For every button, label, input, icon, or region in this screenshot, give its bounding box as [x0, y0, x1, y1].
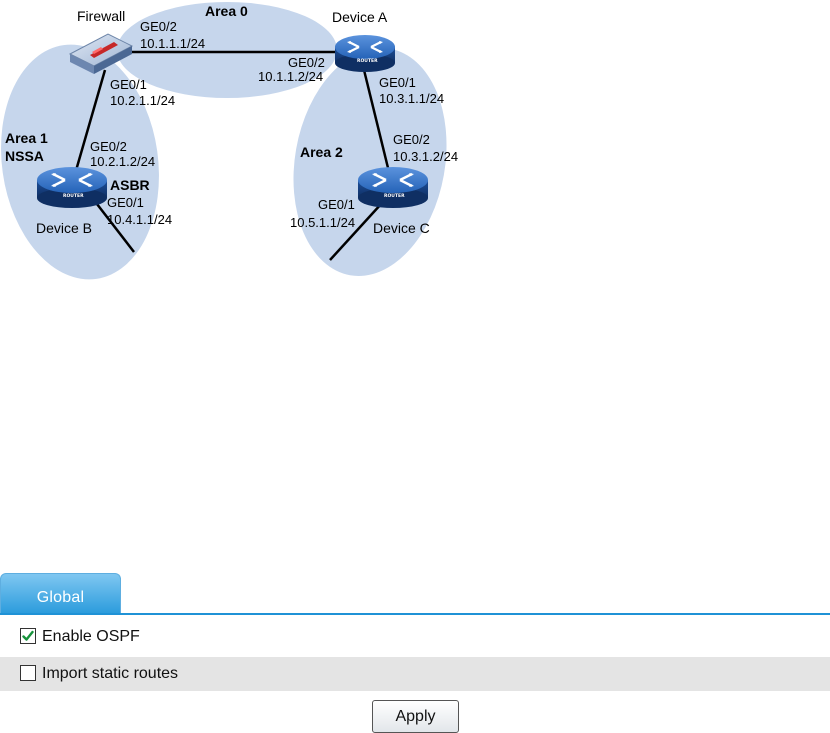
router-badge: ROUTER	[384, 193, 405, 199]
import-static-routes-row: Import static routes	[0, 657, 830, 691]
link-device-c-external	[329, 202, 383, 261]
tab-global-label: Global	[36, 589, 85, 606]
area0-label: Area 0	[205, 3, 248, 19]
a-c-c-ip: 10.3.1.2/24	[393, 149, 458, 164]
fw-a-a-port: GE0/2	[288, 55, 325, 70]
link-device-a-device-c	[362, 69, 391, 173]
device-b-label: Device B	[36, 220, 92, 236]
area1-label: Area 1	[5, 130, 48, 146]
link-firewall-device-b	[73, 69, 107, 175]
import-static-routes-label: Import static routes	[42, 665, 179, 682]
enable-ospf-checkbox[interactable]	[20, 628, 36, 644]
enable-ospf-label: Enable OSPF	[42, 628, 140, 645]
global-settings-panel: Global Enable OSPF Import static routes …	[0, 573, 830, 733]
ospf-network-diagram: ROUTER ROUTER ROUTER Area 0 Area 1 NSSA …	[1, 2, 458, 280]
fw-a-fw-ip: 10.1.1.1/24	[140, 36, 205, 51]
a-c-a-ip: 10.3.1.1/24	[379, 91, 444, 106]
device-b-router-icon: ROUTER	[37, 167, 107, 208]
fw-b-b-ip: 10.2.1.2/24	[90, 154, 155, 169]
area2-region	[293, 48, 447, 276]
b-ext-ip: 10.4.1.1/24	[107, 212, 172, 227]
tab-underline	[0, 613, 830, 615]
tab-bar: Global	[0, 573, 830, 615]
area0-region	[117, 2, 337, 98]
area1-region	[1, 44, 159, 280]
fw-a-a-ip: 10.1.1.2/24	[258, 69, 323, 84]
apply-button[interactable]: Apply	[372, 700, 459, 733]
import-static-routes-checkbox[interactable]	[20, 665, 36, 681]
router-badge: ROUTER	[357, 58, 378, 64]
c-ext-ip: 10.5.1.1/24	[290, 215, 355, 230]
fw-b-fw-ip: 10.2.1.1/24	[110, 93, 175, 108]
device-a-label: Device A	[332, 9, 388, 25]
device-c-router-icon: ROUTER	[358, 167, 428, 208]
b-ext-port: GE0/1	[107, 195, 144, 210]
a-c-c-port: GE0/2	[393, 132, 430, 147]
firewall-icon	[68, 33, 134, 74]
fw-b-b-port: GE0/2	[90, 139, 127, 154]
device-c-label: Device C	[373, 220, 430, 236]
fw-a-fw-port: GE0/2	[140, 19, 177, 34]
device-a-router-icon: ROUTER	[335, 35, 395, 72]
asbr-label: ASBR	[110, 177, 150, 193]
tab-global[interactable]: Global	[0, 573, 121, 614]
area2-label: Area 2	[300, 144, 343, 160]
area1-type-label: NSSA	[5, 148, 44, 164]
checkmark-icon	[22, 630, 34, 641]
fw-b-fw-port: GE0/1	[110, 77, 147, 92]
enable-ospf-row: Enable OSPF	[0, 620, 830, 654]
firewall-label: Firewall	[77, 8, 125, 24]
a-c-a-port: GE0/1	[379, 75, 416, 90]
router-badge: ROUTER	[63, 193, 84, 199]
c-ext-port: GE0/1	[318, 197, 355, 212]
